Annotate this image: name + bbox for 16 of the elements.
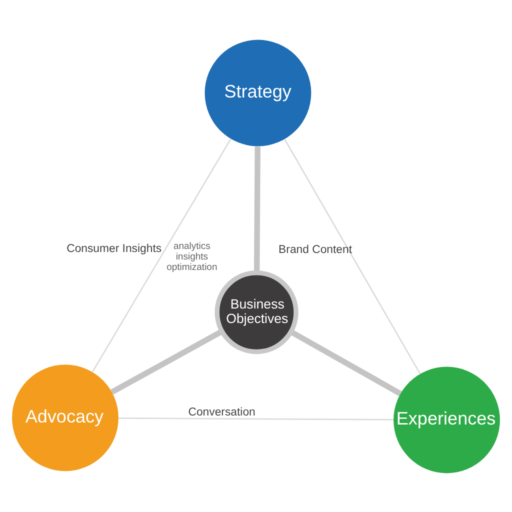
node-label: optimization xyxy=(166,262,218,273)
connector xyxy=(290,328,402,396)
node-circle: Experiences xyxy=(394,366,500,473)
connector xyxy=(92,138,232,372)
connector xyxy=(254,146,260,272)
node-label: analytics xyxy=(173,240,210,252)
connector xyxy=(110,328,224,394)
edge-label: Conversation xyxy=(188,406,256,418)
edge-label: Consumer Insights xyxy=(66,242,162,255)
connector xyxy=(118,416,394,420)
node-circle: Strategy xyxy=(204,39,312,146)
edge-label: Brand Content xyxy=(278,244,352,256)
node-label: insights xyxy=(176,251,208,262)
node-circle: Business Objectives xyxy=(214,270,298,354)
connector xyxy=(284,138,421,374)
node-circle: Advocacy xyxy=(12,364,118,471)
